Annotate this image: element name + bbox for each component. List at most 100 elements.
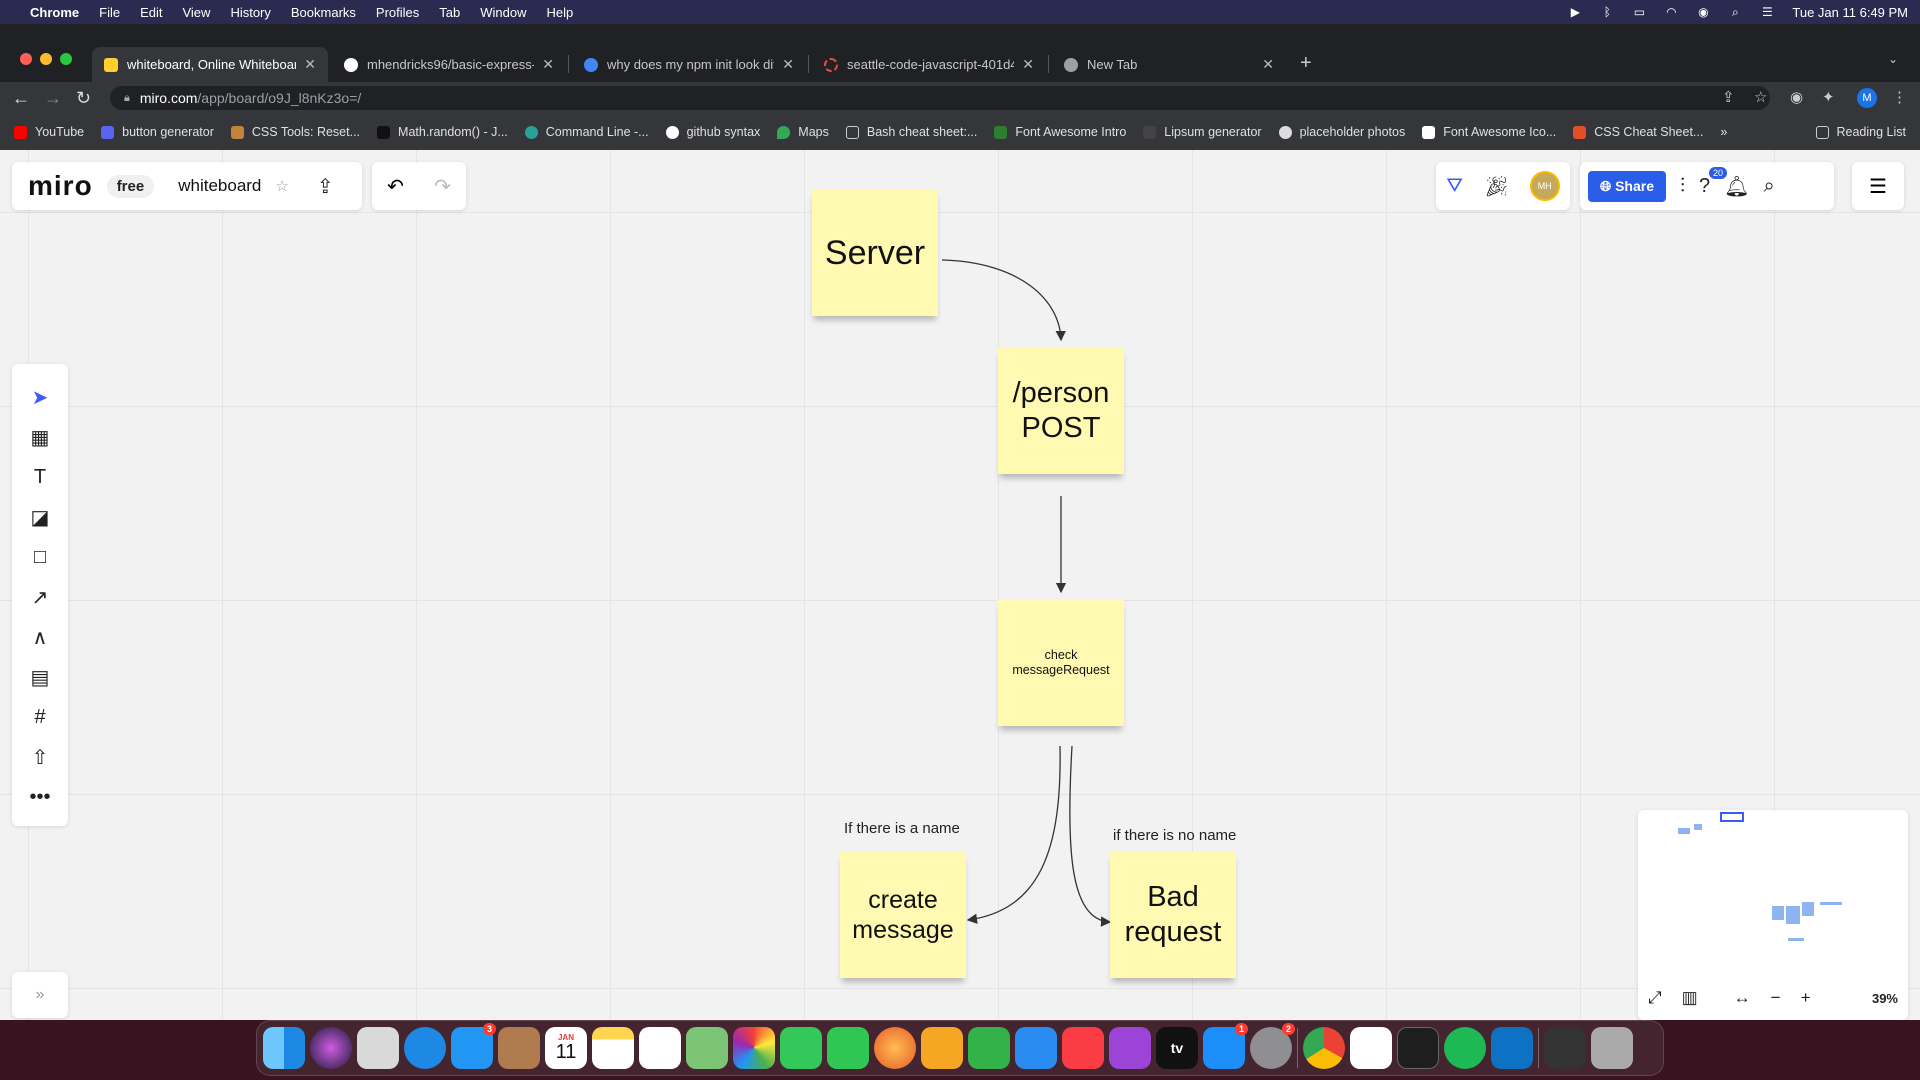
text-tool-icon[interactable]: T — [33, 465, 47, 488]
close-tab-icon[interactable]: ✕ — [542, 56, 554, 72]
menu-app[interactable]: Chrome — [30, 4, 80, 20]
tab-search-chevron-icon[interactable]: ⌄ — [1888, 52, 1899, 66]
pages-icon[interactable] — [921, 1027, 963, 1069]
sticky-create-message[interactable]: create message — [840, 852, 966, 978]
battery-icon[interactable]: ▭ — [1633, 5, 1646, 19]
connector-check-to-bad-request[interactable] — [1069, 745, 1112, 927]
upload-icon[interactable]: ⇧ — [31, 746, 49, 769]
slack-icon[interactable] — [1350, 1027, 1392, 1069]
zoom-in-icon[interactable]: + — [1800, 988, 1811, 1007]
board-name[interactable]: whiteboard — [178, 176, 262, 195]
chrome-icon[interactable] — [1303, 1027, 1345, 1069]
puzzle-extensions-icon[interactable]: ✦ — [1822, 89, 1835, 106]
lock-icon[interactable]: 🔒︎ — [124, 91, 130, 104]
facetime-icon[interactable] — [827, 1027, 869, 1069]
podcasts-icon[interactable] — [1109, 1027, 1151, 1069]
apple-tv-icon[interactable]: tv — [1156, 1027, 1198, 1069]
close-tab-icon[interactable]: ✕ — [304, 56, 316, 72]
redo-icon[interactable]: ↷ — [434, 175, 451, 198]
close-tab-icon[interactable]: ✕ — [782, 56, 794, 72]
sticky-person-post[interactable]: /person POST — [998, 348, 1124, 474]
menu-file[interactable]: File — [99, 4, 121, 20]
control-center-icon[interactable]: ☰ — [1761, 5, 1773, 19]
minimap-viewport[interactable] — [1720, 812, 1744, 822]
label-has-name[interactable]: If there is a name — [844, 820, 960, 837]
bookmark-bash-cheat-sheet[interactable]: Bash cheat sheet:... — [845, 125, 977, 139]
menu-help[interactable]: Help — [546, 4, 574, 20]
bookmark-github-syntax[interactable]: github syntax — [665, 125, 760, 139]
maps-icon[interactable] — [686, 1027, 728, 1069]
bookmarks-overflow[interactable]: » — [1720, 125, 1728, 139]
siri-icon[interactable] — [310, 1027, 352, 1069]
close-window-button[interactable] — [20, 53, 32, 65]
zoom-level[interactable]: 39% — [1871, 990, 1898, 1006]
comment-icon[interactable]: ▤ — [30, 666, 50, 689]
trash-icon[interactable] — [1591, 1027, 1633, 1069]
reload-icon[interactable]: ↻ — [76, 88, 92, 108]
user-avatar[interactable]: MH — [1529, 171, 1560, 201]
tab-new[interactable]: New Tab ✕ — [1052, 47, 1286, 82]
notes-list-icon[interactable]: ☰ — [1869, 175, 1887, 198]
celebrate-icon[interactable]: 🎉︎ — [1483, 175, 1510, 198]
tab-miro[interactable]: whiteboard, Online Whiteboard ✕ — [92, 47, 328, 82]
terminal-icon[interactable] — [1397, 1027, 1439, 1069]
extension-icon[interactable]: ◉ — [1790, 89, 1804, 106]
launchpad-icon[interactable] — [357, 1027, 399, 1069]
new-tab-icon[interactable]: + — [1300, 52, 1312, 74]
reading-list[interactable]: Reading List — [1815, 125, 1906, 139]
menu-history[interactable]: History — [230, 4, 271, 20]
notifications-bell-icon[interactable]: 🔔︎ — [1724, 175, 1750, 198]
clock[interactable]: Tue Jan 11 6:49 PM — [1792, 4, 1908, 20]
safari-icon[interactable] — [404, 1027, 446, 1069]
select-cursor-icon[interactable]: ➤ — [31, 386, 49, 409]
bookmark-font-awesome-icons[interactable]: Font Awesome Ico... — [1422, 125, 1556, 139]
plan-badge[interactable]: free — [106, 174, 155, 198]
contacts-icon[interactable] — [498, 1027, 540, 1069]
more-tools-icon[interactable]: ••• — [29, 785, 51, 808]
bookmark-font-awesome-intro[interactable]: Font Awesome Intro — [994, 125, 1126, 139]
spotify-icon[interactable] — [1444, 1027, 1486, 1069]
firefox-icon[interactable] — [874, 1027, 916, 1069]
minimize-window-button[interactable] — [40, 53, 52, 65]
photos-icon[interactable] — [733, 1027, 775, 1069]
cursor-filter-icon[interactable]: ⛛ — [1446, 174, 1464, 197]
music-icon[interactable] — [1062, 1027, 1104, 1069]
app-store-icon[interactable]: 1 — [1203, 1023, 1248, 1069]
sticky-server[interactable]: Server — [812, 190, 938, 316]
close-tab-icon[interactable]: ✕ — [1022, 56, 1034, 72]
forward-arrow-icon[interactable]: → — [44, 88, 62, 108]
screen-recording-icon[interactable] — [1544, 1027, 1586, 1069]
calendar-icon[interactable]: JAN 11 — [545, 1027, 587, 1069]
zoom-out-icon[interactable]: − — [1770, 988, 1781, 1007]
menu-bookmarks[interactable]: Bookmarks — [290, 4, 356, 20]
label-no-name[interactable]: if there is no name — [1113, 827, 1237, 844]
bookmark-button-generator[interactable]: button generator — [101, 125, 214, 139]
menu-window[interactable]: Window — [480, 4, 527, 20]
sticky-bad-request[interactable]: Bad request — [1110, 852, 1236, 978]
bookmark-css-tools[interactable]: CSS Tools: Reset... — [230, 125, 360, 139]
back-arrow-icon[interactable]: ← — [12, 88, 30, 108]
undo-icon[interactable]: ↶ — [387, 175, 404, 198]
pen-icon[interactable]: ∧ — [32, 626, 48, 649]
bookmark-lipsum[interactable]: Lipsum generator — [1143, 125, 1262, 139]
expand-panel-button[interactable]: » — [12, 972, 68, 1018]
star-icon[interactable]: ☆ — [275, 178, 289, 195]
bookmark-star-icon[interactable]: ☆ — [1754, 89, 1768, 106]
share-page-icon[interactable]: ⇪ — [1722, 89, 1735, 106]
bookmark-placeholder-photos[interactable]: placeholder photos — [1278, 125, 1405, 139]
tab-google[interactable]: why does my npm init look diff ✕ — [572, 47, 806, 82]
fit-to-screen-icon[interactable]: ↔ — [1733, 988, 1751, 1007]
tab-github[interactable]: mhendricks96/basic-express- ✕ — [332, 47, 566, 82]
shape-square-icon[interactable]: □ — [33, 545, 47, 568]
minimap-view[interactable] — [1638, 810, 1908, 970]
frame-icon[interactable]: # — [34, 705, 46, 728]
messages-icon[interactable] — [780, 1027, 822, 1069]
miro-logo[interactable]: miro — [28, 170, 93, 201]
chrome-menu-icon[interactable]: ⋮ — [1892, 89, 1907, 106]
close-tab-icon[interactable]: ✕ — [1262, 56, 1274, 72]
mail-icon[interactable]: 3 — [451, 1023, 496, 1069]
play-status-icon[interactable]: ▶ — [1570, 5, 1580, 19]
menu-view[interactable]: View — [182, 4, 211, 20]
settings-sliders-icon[interactable]: ⫶ — [1680, 174, 1686, 197]
connector-server-to-person[interactable] — [941, 259, 1066, 342]
